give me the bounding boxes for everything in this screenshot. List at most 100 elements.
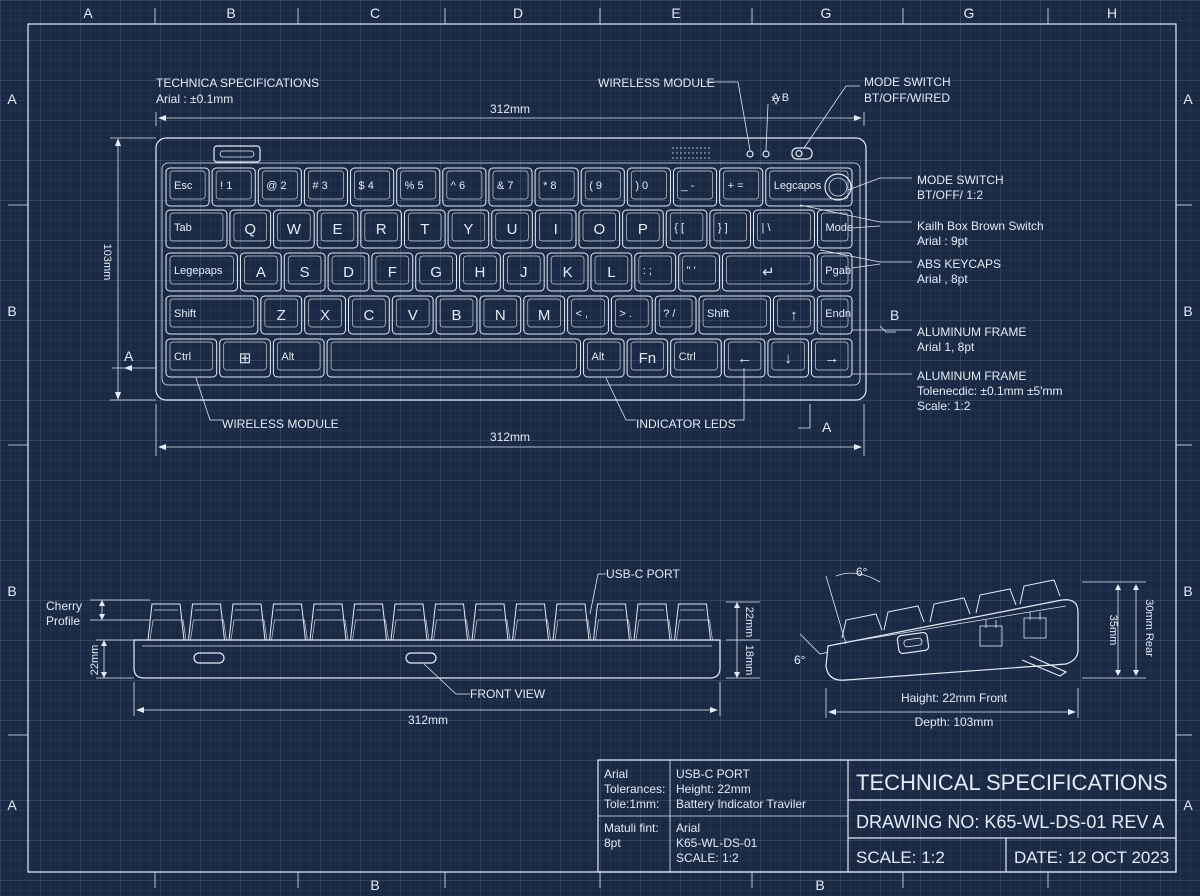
side-rear-label: 30mm Rear [1143, 599, 1155, 657]
zone-col-bottom: B [370, 877, 379, 893]
keycap-label: Alt [592, 351, 605, 363]
side-keycap [883, 605, 925, 631]
keycap [347, 295, 390, 335]
zone-col-top: D [513, 5, 523, 21]
key-matrix: Esc! 1@ 2# 3$ 4% 5^ 6& 7* 8( 9) 0_ -+ =L… [165, 167, 853, 378]
keycap-label: Esc [174, 180, 193, 192]
keycap [283, 252, 326, 292]
keycap [229, 209, 272, 249]
keycap-label: M [538, 307, 551, 324]
callout-sub: Tolenecdic: ±0.1mm ±5'mm [917, 384, 1063, 398]
keycap-label: ? / [663, 308, 676, 320]
front-keycap [269, 603, 306, 641]
callout-sub: Arial , 8pt [917, 272, 968, 286]
side-height-front: Haight: 22mm Front [901, 691, 1008, 705]
keycap-label: K [563, 264, 573, 281]
callout-sub: Arial 1, 8pt [917, 340, 975, 354]
callout-title: Kailh Box Brown Switch [917, 219, 1044, 233]
mode-switch-slider [791, 147, 813, 160]
keycap [665, 209, 708, 249]
width-top-label: 312mm [490, 102, 530, 116]
zone-col-top: C [370, 5, 380, 21]
keycap-label: _ - [680, 180, 694, 192]
keycap [239, 252, 282, 292]
tb-scale: SCALE: 1:2 [856, 848, 945, 867]
keycap-label: Shift [174, 308, 196, 320]
keycap [396, 167, 441, 207]
side-keycap [975, 588, 1017, 614]
keycap [326, 338, 582, 378]
keycap [303, 167, 349, 207]
keycap [654, 295, 697, 335]
keycap [391, 295, 434, 335]
keycap-label: $ 4 [359, 180, 374, 192]
top-view: TECHNICA SPECIFICATIONS Arial : ±0.1mm W… [101, 75, 1063, 456]
keycap [260, 295, 303, 335]
keycap [491, 209, 533, 249]
keycap-label: ⊞ [239, 350, 252, 367]
zone-row-left: A [7, 91, 17, 107]
keycap-label: Fn [639, 350, 657, 367]
keycap-label: + = [728, 180, 744, 192]
callout-sub: Arial : 9pt [917, 234, 968, 248]
keycap [622, 209, 664, 249]
keycap [257, 167, 302, 207]
keycap [165, 338, 218, 378]
keycap [583, 338, 625, 378]
keycap [772, 295, 815, 335]
keycap-label: E [333, 221, 343, 238]
indicator-led-1 [746, 150, 754, 158]
keycap [219, 338, 271, 378]
spec-subtitle: Arial : ±0.1mm [156, 92, 233, 106]
side-angle-top: 6° [856, 565, 868, 579]
keycap [273, 209, 315, 249]
keycap [816, 209, 853, 249]
callout-title: ALUMINUM FRAME [917, 325, 1026, 339]
keycap-label: Ctrl [679, 351, 696, 363]
keycap-label: ↓ [784, 350, 792, 367]
zone-col-top: H [1107, 5, 1117, 21]
keycap-label: & 7 [497, 180, 514, 192]
keycap [546, 252, 589, 292]
keycap [672, 167, 718, 207]
width-bottom-label: 312mm [490, 430, 530, 444]
keycap-label: Alt [281, 351, 294, 363]
zone-col-top: E [671, 5, 680, 21]
keycap-label: Mode [825, 222, 853, 234]
keycap [626, 167, 671, 207]
zone-row-right: A [1183, 797, 1193, 813]
keycap [534, 209, 577, 249]
keycap [327, 252, 370, 292]
keycap-label: A [256, 264, 266, 281]
keycap-label: I [554, 221, 558, 238]
keycap-label: Legcapos [774, 180, 822, 192]
front-keycap [471, 603, 509, 641]
keycap-label: " ' [687, 265, 696, 277]
keycap [415, 252, 458, 292]
front-keycap [674, 603, 711, 641]
callout-sub2: Scale: 1:2 [917, 399, 971, 413]
spec-title: TECHNICA SPECIFICATIONS [156, 76, 319, 90]
keycap-label: ) 0 [635, 180, 648, 192]
keycap [165, 252, 238, 292]
keycap [719, 167, 764, 207]
callout-title: MODE SWITCH [917, 173, 1004, 187]
keycap-label: Shift [707, 308, 729, 320]
keycap-label: O [593, 221, 605, 238]
keycap [459, 252, 501, 292]
keyboard-plate [161, 162, 861, 386]
front-view-label: FRONT VIEW [470, 687, 546, 701]
keycap [442, 167, 487, 207]
front-keycap [390, 603, 428, 641]
front-height-18: 18mm [743, 645, 755, 676]
keycap-label: J [520, 264, 528, 281]
side-kickstand [1021, 655, 1068, 677]
zone-row-left: A [7, 797, 17, 813]
keycap [165, 295, 259, 335]
keycap [165, 209, 228, 249]
keycap [350, 167, 395, 207]
front-keycap [228, 603, 266, 641]
keycap-label: < , [576, 308, 589, 320]
front-keycap [350, 603, 387, 641]
